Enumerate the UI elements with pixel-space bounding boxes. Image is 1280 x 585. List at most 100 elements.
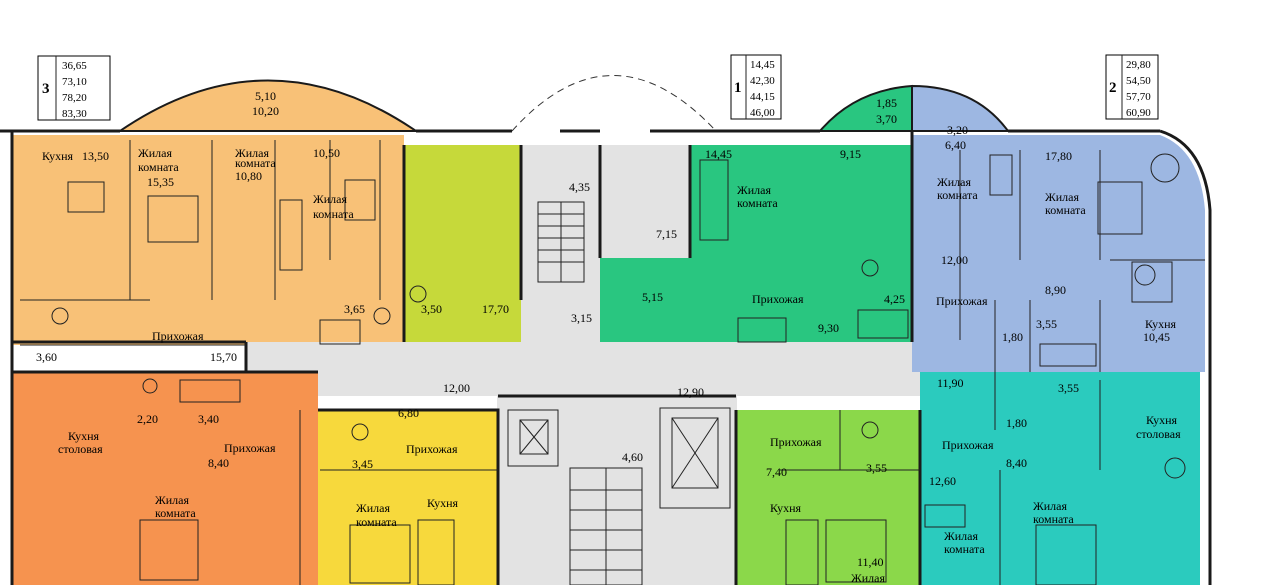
room-area: 8,90 [1045, 283, 1066, 297]
room-label: комната [313, 207, 354, 221]
room-label: Кухня [770, 501, 802, 515]
room-area: 9,30 [818, 321, 839, 335]
room-label: Жилая [944, 529, 978, 543]
legend-1-area: 44,15 [750, 91, 775, 103]
legend-2-area: 54,50 [1126, 75, 1151, 87]
legend-3-number: 3 [42, 81, 50, 97]
room-area: 12,00 [443, 381, 470, 395]
room-label: комната [1033, 512, 1074, 526]
room-area: 3,15 [571, 311, 592, 325]
room-label: Жилая [737, 183, 771, 197]
room-area: 3,65 [344, 302, 365, 316]
room-label: Прихожая [770, 435, 822, 449]
room-label: Прихожая [406, 442, 458, 456]
room-label: Жилая [937, 175, 971, 189]
room-area: 13,50 [82, 149, 109, 163]
walls [0, 129, 1212, 585]
room-area: 1,80 [1002, 330, 1023, 344]
room-label: столовая [58, 442, 103, 456]
room-area: 1,85 [876, 96, 897, 110]
room-label: Жилая [155, 493, 189, 507]
room-label: Кухня [1145, 317, 1177, 331]
room-area: 5,15 [642, 290, 663, 304]
room-label: комната [937, 188, 978, 202]
legend-apartment-1: 1 14,45 42,30 44,15 46,00 [730, 54, 782, 120]
room-label: Кухня [1146, 413, 1178, 427]
room-label: комната [944, 542, 985, 556]
room-label: Жилая [851, 571, 885, 585]
apartment-2-zone [912, 135, 1205, 372]
staircase-upper [537, 201, 585, 283]
legend-2-area: 57,70 [1126, 91, 1151, 103]
staircase-lower [569, 467, 643, 585]
room-area: 12,90 [677, 385, 704, 399]
room-area: 4,60 [622, 450, 643, 464]
legend-apartment-2: 2 29,80 54,50 57,70 60,90 [1105, 54, 1159, 120]
room-area: 11,40 [857, 555, 884, 569]
room-area: 5,10 [255, 89, 276, 103]
legend-3-area: 73,10 [62, 76, 87, 88]
room-area: 10,50 [313, 146, 340, 160]
room-area: 17,70 [482, 302, 509, 316]
apartment-3 [12, 79, 420, 345]
legend-1-area: 46,00 [750, 107, 775, 119]
studio-lime-zone [404, 145, 521, 342]
room-area: 10,80 [235, 169, 262, 183]
room-label: Прихожая [752, 292, 804, 306]
room-area: 6,80 [398, 406, 419, 420]
room-label: Жилая [235, 146, 269, 160]
room-area: 4,35 [569, 180, 590, 194]
room-area: 14,45 [705, 147, 732, 161]
room-area: 4,25 [884, 292, 905, 306]
room-area: 15,35 [147, 175, 174, 189]
legend-2-area: 29,80 [1126, 59, 1151, 71]
room-area: 3,20 [947, 123, 968, 137]
lift-shaft-left [507, 409, 559, 467]
room-area: 3,50 [421, 302, 442, 316]
room-label: Жилая [356, 501, 390, 515]
room-area: 3,55 [866, 461, 887, 475]
room-area: 7,40 [766, 465, 787, 479]
room-label: Прихожая [152, 329, 204, 343]
room-area: 12,60 [929, 474, 956, 488]
room-area: 3,55 [1058, 381, 1079, 395]
room-area: 2,20 [137, 412, 158, 426]
room-area: 6,40 [945, 138, 966, 152]
legend-2-number: 2 [1109, 80, 1117, 96]
room-label: Прихожая [936, 294, 988, 308]
apartment-orange-zone [12, 372, 318, 585]
apartment-2 [911, 84, 1205, 372]
furniture [51, 153, 1186, 585]
room-area: 1,80 [1006, 416, 1027, 430]
room-label: Прихожая [224, 441, 276, 455]
room-area: 9,15 [840, 147, 861, 161]
legend-3-area: 78,20 [62, 92, 87, 104]
room-area: 11,90 [937, 376, 964, 390]
apartment-2-balcony [911, 84, 1010, 132]
room-area: 8,40 [1006, 456, 1027, 470]
room-area: 10,45 [1143, 330, 1170, 344]
entrance-canopy [511, 75, 717, 132]
legend-1-number: 1 [734, 80, 742, 96]
room-label: Жилая [1045, 190, 1079, 204]
room-area: 3,55 [1036, 317, 1057, 331]
room-area: 8,40 [208, 456, 229, 470]
room-label: комната [356, 515, 397, 529]
legend-1-area: 42,30 [750, 75, 775, 87]
room-label: Жилая [1033, 499, 1067, 513]
apartment-3-zone [12, 135, 404, 345]
common-corridor [246, 342, 998, 396]
apartment-1-hall-zone [600, 258, 692, 342]
legend-3-area: 36,65 [62, 60, 87, 72]
apartment-3-balcony [116, 79, 420, 132]
apartment-1-balcony [817, 84, 913, 132]
room-area: 3,40 [198, 412, 219, 426]
room-label: Кухня [42, 149, 74, 163]
lift-shaft-right [659, 407, 731, 509]
room-area: 17,80 [1045, 149, 1072, 163]
room-label: Жилая [313, 192, 347, 206]
room-label: комната [1045, 203, 1086, 217]
apartment-lightgreen-zone [736, 410, 920, 585]
room-area: 3,60 [36, 350, 57, 364]
